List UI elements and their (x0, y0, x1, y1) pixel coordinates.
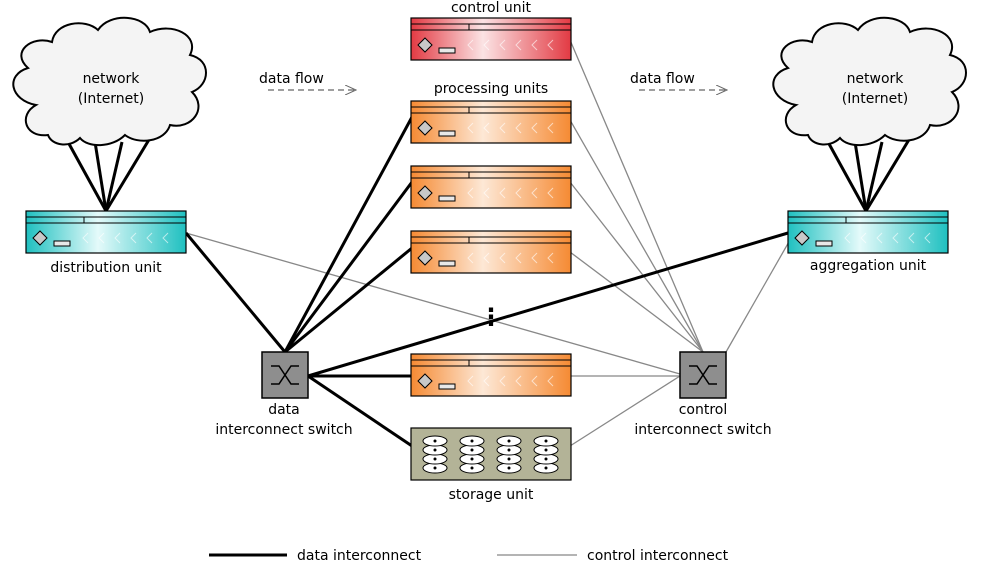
network-line-l1 (66, 141, 108, 212)
data-interconnect-lines (66, 116, 912, 448)
network-right-label-2: (Internet) (842, 91, 909, 107)
storage-unit (410, 427, 572, 481)
control-line-aggregation (725, 239, 791, 353)
diamond-indicator-icon (32, 230, 48, 246)
aggregation-unit (787, 210, 949, 254)
control-unit-label: control unit (451, 0, 532, 16)
slot-icon (438, 130, 456, 137)
storage-unit-label: storage unit (449, 487, 534, 503)
data-line-pu1 (283, 116, 414, 353)
network-line-r4 (864, 137, 912, 212)
slot-icon (815, 240, 833, 247)
diamond-indicator-icon (417, 373, 433, 389)
distribution-unit (25, 210, 187, 254)
control-line-pu1 (569, 119, 704, 353)
data-flow-left-label: data flow (259, 71, 324, 87)
network-cloud-left: network (Internet) (12, 16, 207, 147)
ellipsis-more-units: ⋮ (479, 303, 503, 331)
network-line-r1 (826, 141, 868, 212)
control-switch-label-1: control (679, 402, 728, 418)
processing-units-label: processing units (434, 81, 548, 97)
legend-data-label: data interconnect (297, 548, 422, 561)
network-cloud-right: network (Internet) (772, 16, 967, 147)
diamond-indicator-icon (417, 120, 433, 136)
switch-icon (271, 365, 299, 385)
slot-icon (438, 260, 456, 267)
diamond-indicator-icon (417, 185, 433, 201)
disk-stack-icon (496, 435, 522, 474)
data-line-pu2 (283, 181, 414, 353)
network-right-label-1: network (847, 71, 905, 87)
disk-stack-icon (533, 435, 559, 474)
diamond-indicator-icon (417, 250, 433, 266)
network-line-r3 (864, 141, 884, 212)
switch-icon (689, 365, 717, 385)
disk-stack-icon (422, 435, 448, 474)
network-left-label-2: (Internet) (78, 91, 145, 107)
network-line-l4 (104, 137, 152, 212)
slot-icon (438, 383, 456, 390)
slot-icon (438, 195, 456, 202)
data-line-storage (307, 374, 413, 448)
control-interconnect-switch (679, 351, 727, 399)
control-interconnect-lines (185, 39, 791, 447)
processing-unit-1 (410, 100, 572, 144)
network-left-label-1: network (83, 71, 141, 87)
data-line-pu3 (284, 246, 413, 354)
diamond-indicator-icon (417, 37, 433, 53)
control-line-pu2 (569, 181, 704, 353)
network-line-r2 (853, 141, 868, 212)
network-line-l2 (93, 141, 108, 212)
disk-stack-icon (459, 435, 485, 474)
data-flow-left: data flow (259, 71, 356, 90)
legend-control-label: control interconnect (587, 548, 729, 561)
slot-icon (53, 240, 71, 247)
diamond-indicator-icon (794, 230, 810, 246)
data-line-aggregation (307, 231, 789, 378)
distribution-unit-label: distribution unit (50, 260, 162, 276)
network-line-l3 (104, 141, 124, 212)
control-switch-label-2: interconnect switch (634, 422, 771, 438)
data-flow-right: data flow (630, 71, 727, 90)
control-line-storage (569, 375, 681, 447)
processing-unit-2 (410, 165, 572, 209)
control-line-control-unit (569, 39, 704, 353)
data-switch-label-2: interconnect switch (215, 422, 352, 438)
control-line-distribution (185, 232, 681, 375)
aggregation-unit-label: aggregation unit (810, 258, 927, 274)
control-line-pu3 (569, 251, 704, 353)
data-line-distribution (184, 232, 287, 353)
data-flow-right-label: data flow (630, 71, 695, 87)
slot-icon (438, 47, 456, 54)
processing-unit-3 (410, 230, 572, 274)
control-unit (410, 17, 572, 61)
legend: data interconnect control interconnect (209, 548, 729, 561)
data-interconnect-switch (261, 351, 309, 399)
processing-unit-4 (410, 353, 572, 397)
data-switch-label-1: data (268, 402, 300, 418)
